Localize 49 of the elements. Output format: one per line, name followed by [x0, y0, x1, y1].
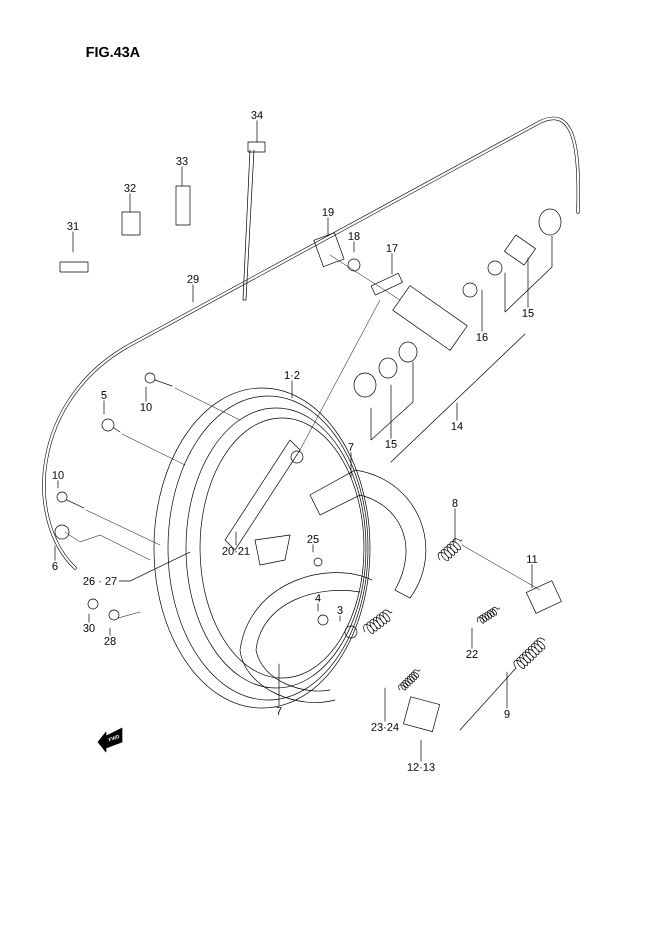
callout-number: 23·24: [371, 723, 399, 731]
callout-number: 7: [348, 443, 354, 451]
callout-number: 25: [307, 535, 319, 543]
callout-number: 3: [337, 606, 343, 614]
leader-line: [278, 664, 280, 706]
callout-number: 16: [476, 333, 488, 341]
leader-line: [506, 672, 508, 709]
callout-number: 34: [251, 111, 263, 119]
callout-number: 1·2: [284, 371, 300, 379]
leader-line: [350, 452, 352, 478]
callout-number: 4: [315, 594, 321, 602]
callout-number: 11: [527, 555, 538, 563]
callout-number: 32: [124, 184, 136, 192]
callout-number: 7: [276, 707, 282, 715]
leader-line: [72, 231, 74, 252]
callout-number: 19: [322, 208, 334, 216]
callout-number: 18: [348, 232, 360, 240]
callout-number: 15: [386, 440, 397, 448]
leader-line: [456, 402, 458, 421]
leader-line: [88, 614, 90, 623]
leader-line: [454, 508, 456, 542]
callout-number: 6: [52, 562, 58, 570]
leader-line: [420, 740, 422, 762]
callout-number: 10: [52, 471, 64, 479]
callout-number: 10: [140, 403, 152, 411]
callout-number: 33: [176, 157, 188, 165]
callout-number: 28: [104, 637, 116, 645]
callout-number: 5: [101, 391, 107, 399]
callout-number: 9: [504, 710, 510, 718]
callout-number: 30: [83, 624, 95, 632]
callout-number: 12·13: [408, 763, 435, 771]
leader-line: [118, 552, 190, 582]
leader-line: [54, 546, 56, 561]
leader-line: [384, 688, 386, 722]
figure-title: FIG.43A: [86, 46, 140, 58]
callout-number: 22: [466, 650, 478, 658]
callout-number: 17: [386, 244, 398, 252]
leader-line: [390, 422, 392, 439]
callout-number: 29: [187, 275, 199, 283]
callout-number: 14: [452, 422, 463, 430]
leader-line: [312, 544, 314, 552]
leader-line: [256, 120, 258, 142]
callout-number: 31: [67, 222, 79, 230]
bracket: [370, 362, 414, 440]
callout-number: 20·21: [222, 547, 250, 555]
callout-number: 26 · 27: [83, 577, 117, 585]
callout-number: 8: [452, 499, 458, 507]
leader-line: [192, 284, 194, 302]
callout-number: 15: [522, 309, 534, 317]
